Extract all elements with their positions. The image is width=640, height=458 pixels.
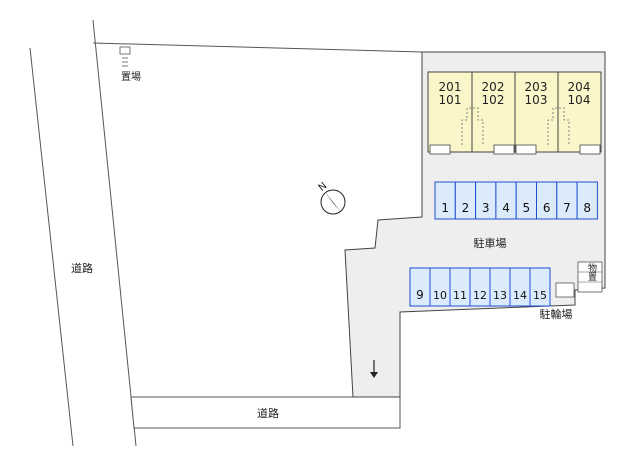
parking-slot-number: 10 [433, 289, 447, 302]
parking-label: 駐車場 [474, 236, 507, 250]
storage-right: 物置 [577, 261, 603, 293]
building: 201 101 202 102 203 103 204 104 [427, 71, 602, 155]
bicycle-parking-label: 駐輪場 [540, 307, 573, 321]
parking-slot-number: 6 [543, 201, 551, 215]
entrance-2 [493, 144, 515, 155]
parking-slot-8 [576, 181, 598, 220]
road-bottom-label: 道路 [257, 406, 279, 420]
compass: N [317, 181, 346, 215]
stair-outline-2 [547, 107, 570, 145]
unit-block-3 [514, 71, 559, 153]
road-left-edge-outer [29, 47, 74, 447]
parking-row-lower: 9 10 11 12 13 14 15 [409, 267, 551, 307]
parking-slot-number: 4 [502, 201, 510, 215]
storage-right-label: 物置 [586, 262, 597, 281]
parking-slot-number: 7 [563, 201, 571, 215]
compass-needle-icon [325, 192, 341, 212]
parking-slot-number: 15 [533, 289, 547, 302]
unit-upper-2: 202 [482, 80, 505, 94]
unit-lower-1: 101 [439, 93, 462, 107]
unit-lower-3: 103 [525, 93, 548, 107]
road-bottom [130, 396, 401, 429]
road-left-label: 道路 [71, 261, 93, 275]
unit-upper-3: 203 [525, 80, 548, 94]
parking-slot-15 [529, 267, 551, 307]
parking-slot-number: 3 [482, 201, 490, 215]
storage-top: 置場 [119, 46, 141, 83]
unit-lower-2: 102 [482, 93, 505, 107]
entrance-arrow-icon [370, 360, 378, 378]
entrance-3 [515, 144, 537, 155]
storage-top-label: 置場 [121, 70, 141, 83]
parking-slot-number: 12 [473, 289, 487, 302]
parking-slot-number: 13 [493, 289, 507, 302]
stair-outline-1 [461, 107, 484, 145]
unit-block-4 [557, 71, 602, 153]
parking-slot-number: 11 [453, 289, 467, 302]
unit-lower-4: 104 [568, 93, 591, 107]
unit-upper-1: 201 [439, 80, 462, 94]
bicycle-parking-box [555, 282, 575, 298]
parking-slot-number: 1 [441, 201, 449, 215]
entrance-1 [429, 144, 451, 155]
parking-slot-number: 5 [523, 201, 531, 215]
site-top-boundary [92, 42, 423, 53]
entrance-4 [579, 144, 601, 155]
parking-slot-number: 8 [583, 201, 591, 215]
storage-right-box [577, 261, 603, 293]
road-left-edge-inner [92, 19, 137, 447]
parking-slot-number: 9 [416, 288, 424, 302]
unit-block-1 [427, 71, 473, 153]
unit-upper-4: 204 [568, 80, 591, 94]
parking-slot-number: 14 [513, 289, 527, 302]
storage-top-box [119, 46, 131, 55]
parking-slot-number: 2 [462, 201, 470, 215]
